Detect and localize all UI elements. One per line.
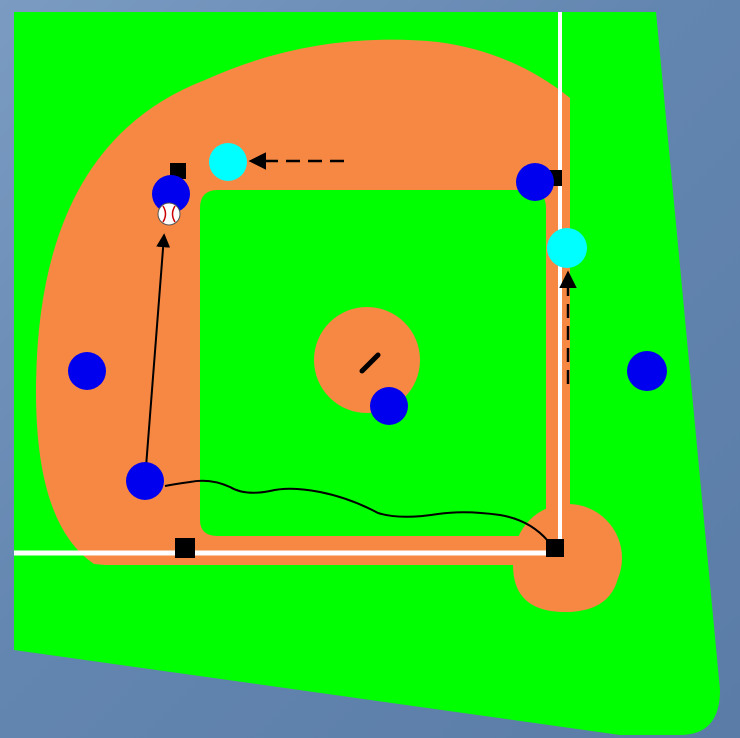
home-plate-circle — [514, 504, 622, 612]
fielder-first-base-area — [516, 163, 554, 201]
runner-second — [209, 143, 247, 181]
third-base — [175, 538, 195, 558]
fielder-third-base — [126, 462, 164, 500]
fielder-pitcher — [370, 387, 408, 425]
runner-first — [547, 228, 587, 268]
fielder-left — [68, 352, 106, 390]
home-plate — [546, 539, 564, 557]
fielder-right — [627, 351, 667, 391]
baseball-icon — [158, 203, 180, 225]
